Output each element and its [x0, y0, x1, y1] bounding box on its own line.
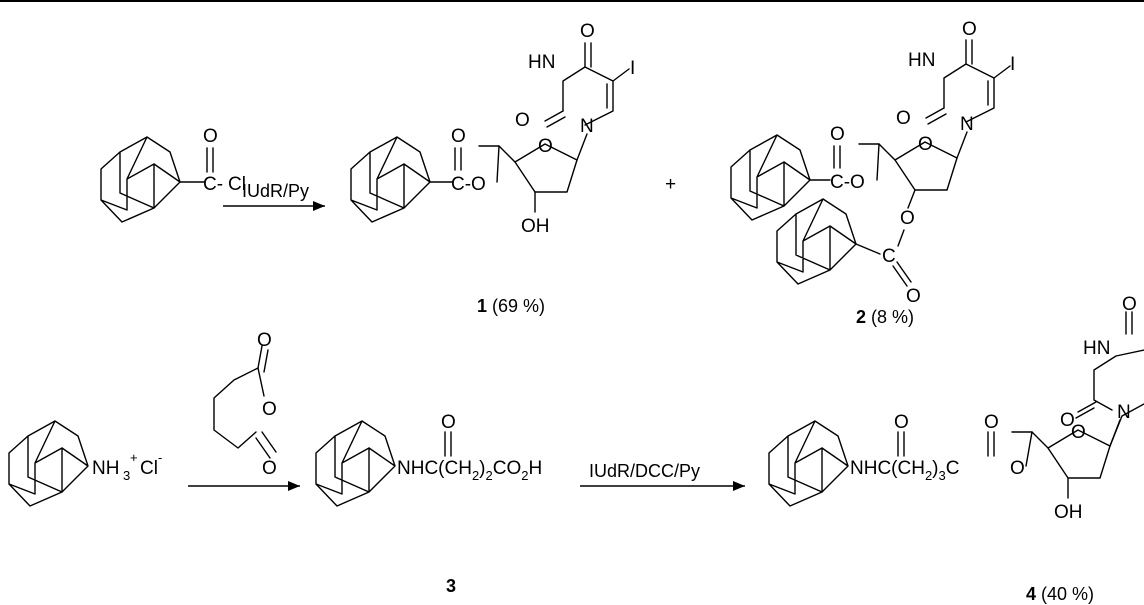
atom-label: C [882, 246, 896, 267]
atom-label: HN [1083, 338, 1110, 359]
atom-label: O [451, 126, 466, 147]
atom-label: I [630, 58, 635, 79]
atom-label: Cl [140, 458, 158, 479]
atom-label: + [130, 450, 138, 465]
atom-label: I [1010, 54, 1015, 75]
atom-label: O [1071, 422, 1086, 443]
atom-label: O [894, 412, 909, 433]
atom-label: O [906, 286, 921, 307]
compound-number: 1 [477, 296, 487, 316]
compound-4-chain: NHC(CH2)3C [850, 458, 959, 483]
atom-label: O [918, 134, 933, 155]
glutaric-anhydride: O O O [213, 330, 277, 479]
atom-label: N [960, 114, 974, 135]
atom-label: O [1122, 294, 1137, 315]
atom-label: C-O [830, 172, 865, 193]
compound-yield: (69 %) [492, 296, 545, 316]
adamantanecarbonyl-chloride: O C- Cl [100, 126, 246, 223]
atom-label: N [1117, 402, 1131, 423]
atom-label: O [962, 19, 977, 40]
atom-label: O [580, 21, 595, 42]
compound-1-structure: O C-O O OH N HN O O I [350, 21, 635, 237]
atom-label: Cl [228, 174, 246, 195]
reaction-arrow-2 [188, 481, 300, 491]
atom-label: OH [1054, 502, 1083, 523]
atom-label: O [1010, 458, 1025, 479]
atom-label: O [257, 330, 272, 351]
reaction-arrow-3: IUdR/DCC/Py [580, 461, 745, 491]
atom-label: O [262, 458, 277, 479]
atom-label: HN [908, 50, 935, 71]
compound-4-caption: 4 (40 %) [1026, 584, 1094, 604]
atom-label: 3 [123, 468, 130, 483]
reaction-arrow-1: IUdR/Py [223, 181, 325, 211]
atom-label: N [580, 116, 594, 137]
atom-label: O [538, 136, 553, 157]
compound-2-caption: 2 (8 %) [856, 307, 914, 327]
compound-yield: (8 %) [871, 307, 914, 327]
compound-yield: (40 %) [1041, 584, 1094, 604]
compound-number: 2 [856, 307, 866, 327]
compound-3-chain: NHC(CH2)2CO2H [397, 458, 542, 483]
compound-2-structure: O C-O O O C O N HN O O I [730, 19, 1015, 307]
atom-label: O [515, 110, 530, 131]
atom-label: O [203, 126, 218, 147]
compound-3-caption: 3 [446, 576, 456, 596]
atom-label: O [900, 208, 915, 229]
compound-3-structure: NHC(CH2)2CO2H O [315, 412, 542, 507]
atom-label: NH [92, 458, 119, 479]
atom-label: C- [203, 174, 223, 195]
atom-label: HN [528, 52, 555, 73]
compound-number: 3 [446, 576, 456, 596]
reagent-label: IUdR/DCC/Py [589, 461, 700, 481]
atom-label: O [1060, 410, 1075, 431]
atom-label: - [158, 450, 162, 465]
atom-label: C-O [451, 174, 486, 195]
atom-label: O [830, 124, 845, 145]
atom-label: O [896, 108, 911, 129]
compound-1-caption: 1 (69 %) [477, 296, 545, 316]
plus-sign: + [665, 174, 676, 195]
reagent-label: IUdR/Py [242, 181, 309, 201]
amantadine-hydrochloride: NH 3 + Cl - [8, 420, 162, 507]
compound-4-structure: NHC(CH2)3C O O O O OH N O HN O [768, 294, 1144, 523]
compound-number: 4 [1026, 584, 1036, 604]
atom-label: O [441, 412, 456, 433]
atom-label: OH [521, 216, 550, 237]
atom-label: O [262, 399, 277, 420]
atom-label: O [984, 412, 999, 433]
